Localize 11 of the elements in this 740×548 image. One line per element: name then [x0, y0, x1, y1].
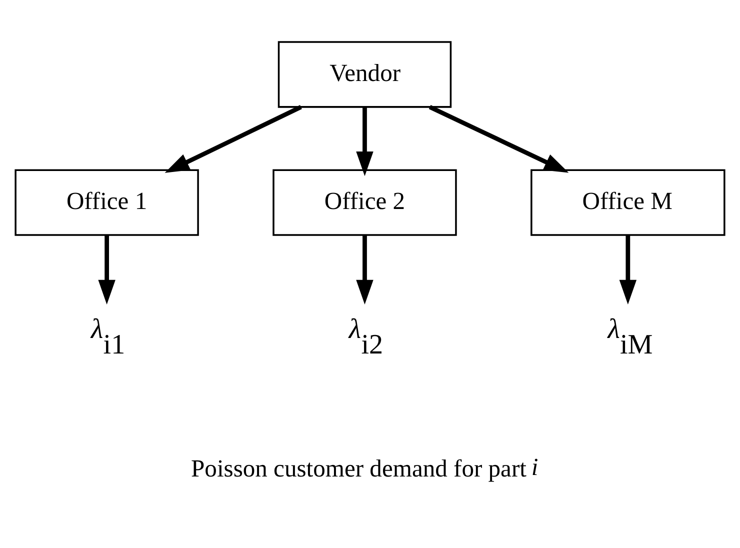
arrow [428, 104, 569, 172]
node-box: Office 2 [272, 168, 457, 236]
node-box: Office 1 [14, 168, 199, 236]
arrow [356, 106, 374, 176]
arrow [356, 234, 374, 304]
arrow [98, 234, 116, 304]
arrow [164, 104, 302, 172]
node-box: Office M [530, 168, 726, 236]
label: Poisson customer demand for part i [191, 453, 538, 482]
node-box: Vendor [278, 40, 452, 108]
arrow [619, 234, 637, 304]
